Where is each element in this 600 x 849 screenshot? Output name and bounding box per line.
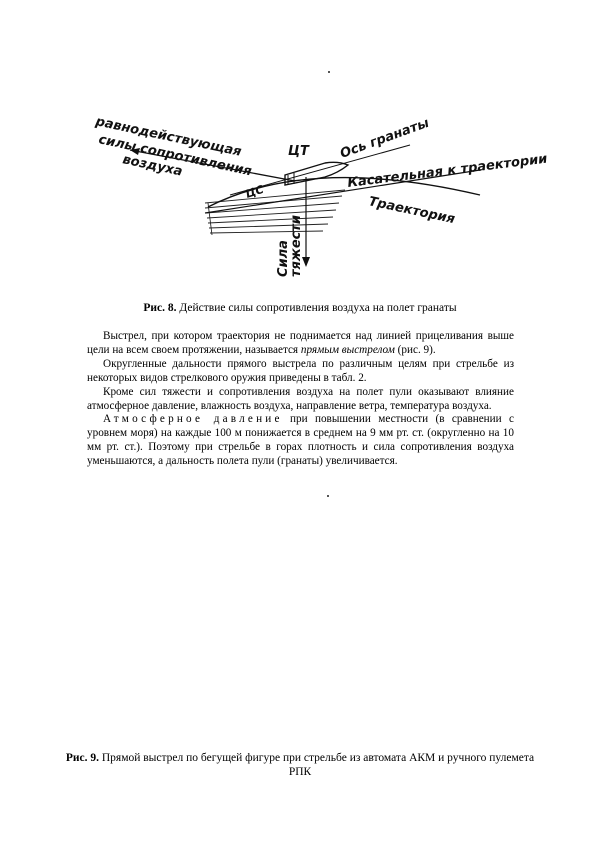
body-text: Выстрел, при котором траектория не подни… (87, 330, 514, 469)
trajectory-curve (207, 176, 481, 208)
figure-8-caption-label: Рис. 8. (143, 302, 177, 314)
figure-9-caption-text: Прямой выстрел по бегущей фигуре при стр… (101, 752, 535, 778)
figure-8-grenade-diagram: равнодействующая силы сопротивления возд… (93, 114, 549, 277)
label-tangent: Касательная к траектории (347, 152, 549, 191)
paragraph-4-rest: при повышении местности (в сравнении с у… (87, 413, 514, 468)
gravity-arrow (302, 177, 310, 267)
term-direct-shot: прямым выстрелом (300, 343, 395, 356)
tangent-line (204, 169, 481, 214)
scan-speck (328, 71, 330, 73)
paragraph-pressure: Атмосферное давление при повышении местн… (87, 413, 514, 469)
label-cs: ЦС (244, 183, 265, 201)
label-axis: Ось гранаты (338, 116, 431, 162)
paragraph-ranges: Округленные дальности прямого выстрела п… (87, 357, 514, 384)
paragraph-direct-shot: Выстрел, при котором траектория не подни… (87, 330, 514, 358)
label-gravity-2: тяжести (289, 215, 304, 277)
label-gravity-1: Сила (276, 240, 291, 277)
hatched-region (204, 189, 346, 236)
grenade-shape (284, 161, 350, 186)
label-trajectory: Траектория (367, 194, 456, 227)
paragraph-1-start: Выстрел, при котором траектория не подни… (87, 330, 514, 356)
figure-9-caption: Рис. 9. Прямой выстрел по бегущей фигуре… (60, 751, 540, 779)
figure-8-caption: Рис. 8. Действие силы сопротивления возд… (70, 301, 530, 315)
figure-9-caption-label: Рис. 9. (65, 752, 99, 764)
figure-8-caption-text: Действие силы сопротивления воздуха на п… (179, 302, 457, 314)
paragraph-influences: Кроме сил тяжести и сопротивления воздух… (87, 385, 514, 412)
grenade-axis-line (229, 144, 411, 196)
paragraph-1-end: (рис. 9). (397, 343, 436, 356)
label-ct: ЦТ (288, 144, 310, 159)
term-atmospheric-pressure: Атмосферное давление (103, 413, 283, 426)
resultant-arrow (129, 148, 296, 182)
scan-speck-2 (327, 495, 329, 497)
